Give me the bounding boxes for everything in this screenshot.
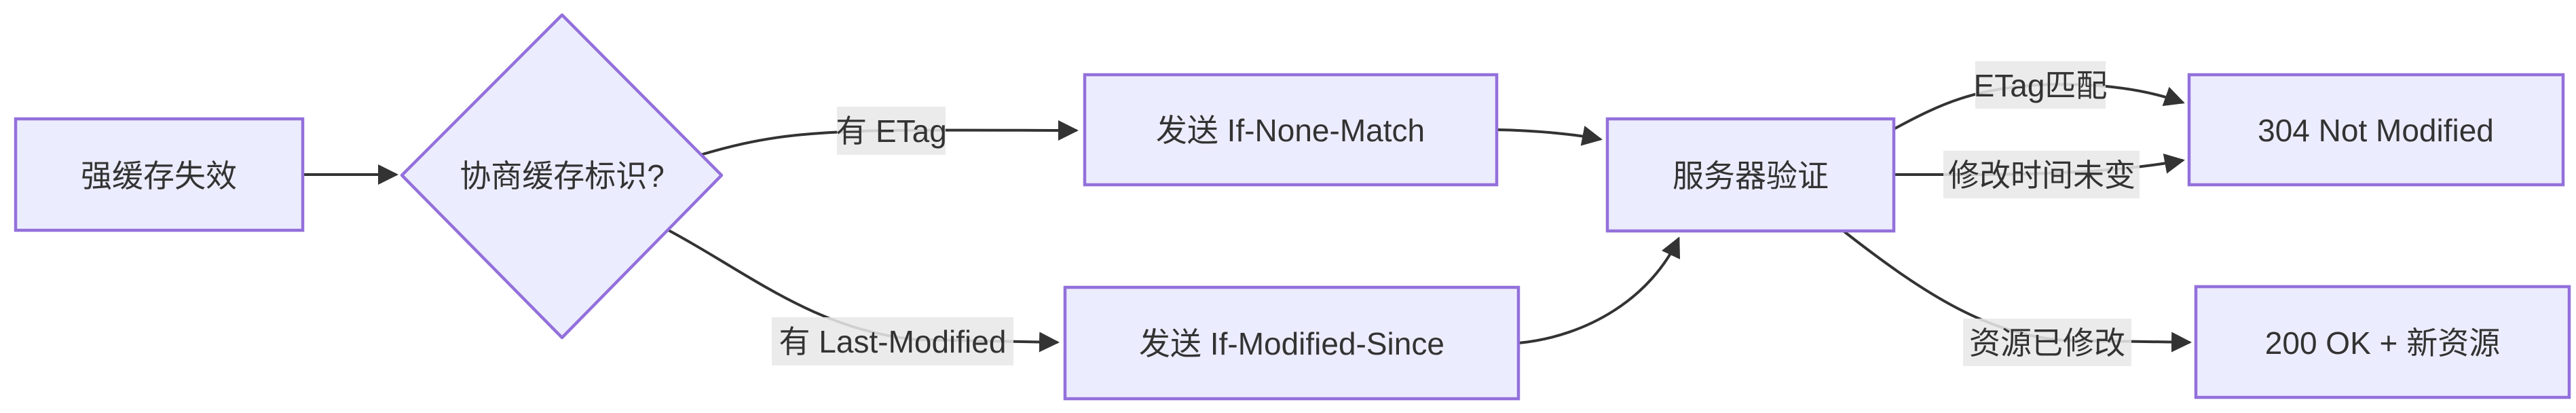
node-server-validation: 服务器验证 — [1605, 117, 1896, 233]
node-server-validation-label: 服务器验证 — [1673, 158, 1829, 194]
edge-d-to-e — [1518, 236, 1681, 344]
edge-label-you-etag: 有 ETag — [836, 113, 947, 149]
node-304-not-modified-shape — [2187, 73, 2565, 187]
node-negotiation-cache-decision-shape — [400, 13, 724, 340]
edge-label-bg-time-unchanged — [1943, 151, 2140, 198]
node-group: 强缓存失效 协商缓存标识? 发送 If-None-Match 发送 If-Mod… — [14, 13, 2571, 401]
node-304-not-modified-label: 304 Not Modified — [2258, 113, 2494, 148]
edge-label-you-last-modified: 有 Last-Modified — [779, 324, 1007, 359]
node-200-ok-new-resource-shape — [2194, 285, 2571, 399]
node-send-if-modified-since-label: 发送 If-Modified-Since — [1139, 326, 1444, 361]
node-strong-cache-expired-label: 强缓存失效 — [81, 158, 237, 194]
edge-label-bg-you-etag — [837, 107, 946, 155]
node-strong-cache-expired: 强缓存失效 — [14, 117, 305, 232]
node-send-if-none-match: 发送 If-None-Match — [1083, 73, 1499, 187]
node-send-if-none-match-label: 发送 If-None-Match — [1156, 113, 1425, 148]
edge-label-resource-modified: 资源已修改 — [1969, 325, 2125, 361]
node-negotiation-cache-decision-label: 协商缓存标识? — [460, 158, 665, 194]
edge-label-bg-resource-modified — [1963, 319, 2131, 366]
node-server-validation-shape — [1605, 117, 1896, 233]
edge-label-group: 有 ETag 有 Last-Modified ETag匹配 修改时间未变 资源已… — [772, 61, 2140, 366]
edge-label-bg-etag-match — [1975, 61, 2106, 109]
edge-c-to-e — [1496, 126, 1603, 146]
edge-label-time-unchanged: 修改时间未变 — [1948, 158, 2135, 193]
node-send-if-none-match-shape — [1083, 73, 1499, 187]
node-negotiation-cache-decision: 协商缓存标识? — [400, 13, 724, 340]
node-200-ok-new-resource-label: 200 OK + 新资源 — [2265, 325, 2500, 361]
edge-label-etag-match: ETag匹配 — [1974, 68, 2108, 103]
node-304-not-modified: 304 Not Modified — [2187, 73, 2565, 187]
edge-label-bg-you-last-modified — [772, 317, 1013, 365]
node-200-ok-new-resource: 200 OK + 新资源 — [2194, 285, 2571, 399]
node-strong-cache-expired-shape — [14, 117, 305, 232]
node-send-if-modified-since: 发送 If-Modified-Since — [1063, 285, 1520, 401]
node-send-if-modified-since-shape — [1063, 285, 1520, 401]
